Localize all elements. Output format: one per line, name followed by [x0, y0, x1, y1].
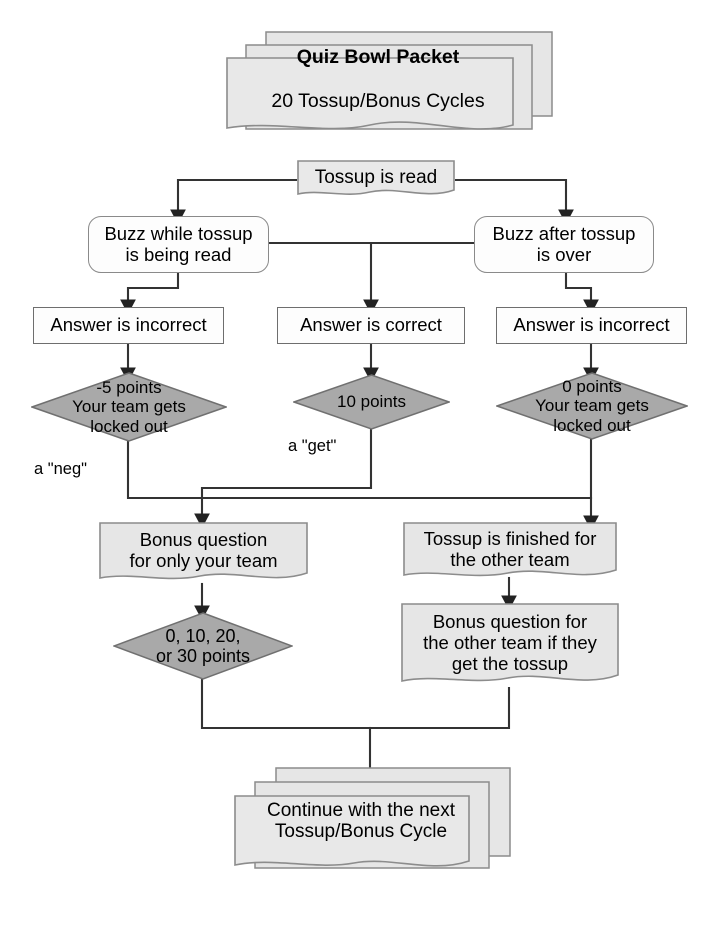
node-label: -5 points Your team gets locked out: [72, 378, 186, 436]
node-get-points[interactable]: 10 points: [293, 374, 450, 430]
node-bonus-points[interactable]: 0, 10, 20, or 30 points: [113, 612, 293, 680]
node-tossup-finished-other-team[interactable]: Tossup is finished for the other team: [402, 521, 618, 583]
edge-neg-to-merge: [126, 439, 599, 531]
label-a-neg: a "neg": [34, 460, 88, 478]
node-label: Tossup is read: [314, 166, 438, 188]
node-label: Bonus question for the other team if the…: [423, 611, 597, 674]
diamond-shape: [31, 372, 227, 442]
node-label: Buzz while tossup is being read: [104, 222, 253, 265]
node-label: Answer is incorrect: [513, 314, 670, 336]
node-zero-points[interactable]: 0 points Your team gets locked out: [496, 372, 688, 440]
edge-tossup-to-buzz-after: [454, 178, 574, 225]
node-label: 0, 10, 20, or 30 points: [155, 625, 251, 666]
edge-tossup-to-buzz-during: [170, 178, 298, 225]
node-continue-next-cycle[interactable]: Continue with the next Tossup/Bonus Cycl…: [232, 764, 512, 876]
edge-buzzafter-to-incorrect-right: [564, 270, 599, 315]
node-label: Buzz after tossup is over: [492, 222, 636, 265]
edge-buzzduring-to-incorrect-left: [120, 270, 180, 315]
document-shape: [99, 522, 308, 580]
node-label: Bonus question for only your team: [129, 528, 278, 571]
node-buzz-while-reading[interactable]: Buzz while tossup is being read: [88, 216, 269, 273]
node-answer-incorrect-left[interactable]: Answer is incorrect: [33, 307, 224, 344]
node-buzz-after-tossup[interactable]: Buzz after tossup is over: [474, 216, 654, 273]
document-shape: [297, 160, 455, 196]
edge-points-to-continue: [200, 676, 511, 730]
packet-subtitle: 20 Tossup/Bonus Cycles: [271, 89, 485, 112]
stacked-document-shape: [234, 767, 511, 869]
document-shape: [401, 603, 619, 682]
node-label: Answer is correct: [300, 314, 442, 336]
node-label: Answer is incorrect: [50, 314, 207, 336]
node-label: Continue with the next Tossup/Bonus Cycl…: [266, 799, 455, 842]
edge-get-to-bonus-own: [194, 428, 373, 529]
label-a-get: a "get": [288, 437, 337, 455]
stacked-document-shape: [226, 31, 553, 130]
diamond-shape: [293, 374, 450, 430]
diamond-shape: [496, 372, 688, 440]
node-label: Tossup is finished for the other team: [423, 527, 597, 570]
node-label: 0 points Your team gets locked out: [535, 377, 649, 435]
node-neg-points[interactable]: -5 points Your team gets locked out: [31, 372, 227, 442]
node-answer-incorrect-right[interactable]: Answer is incorrect: [496, 307, 687, 344]
node-answer-correct[interactable]: Answer is correct: [277, 307, 465, 344]
diamond-shape: [113, 612, 293, 680]
node-quiz-bowl-packet[interactable]: Quiz Bowl Packet 20 Tossup/Bonus Cycles: [224, 28, 554, 136]
node-tossup-is-read[interactable]: Tossup is read: [296, 159, 456, 201]
packet-title: Quiz Bowl Packet: [296, 46, 460, 69]
node-bonus-own-team[interactable]: Bonus question for only your team: [98, 521, 309, 586]
node-label: 10 points: [337, 392, 406, 412]
node-label: Quiz Bowl Packet 20 Tossup/Bonus Cycles: [271, 46, 485, 112]
document-shape: [403, 522, 617, 577]
node-bonus-other-team[interactable]: Bonus question for the other team if the…: [400, 602, 620, 690]
